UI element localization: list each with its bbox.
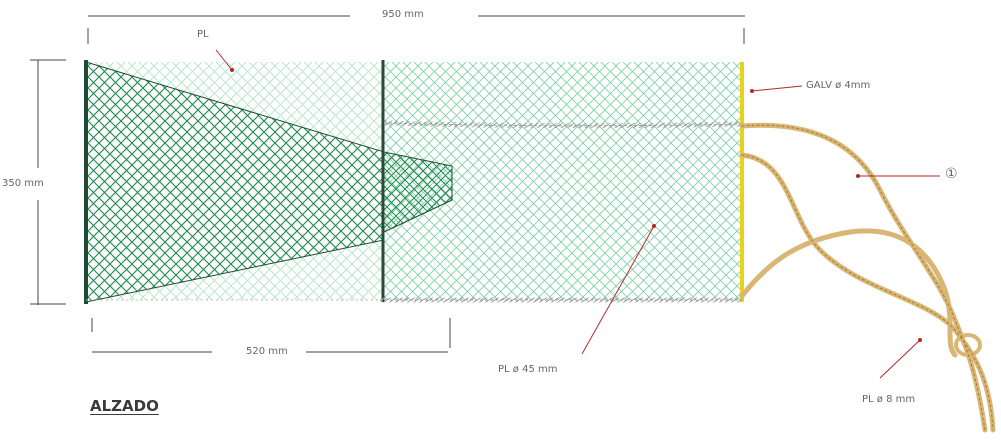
rope-seams bbox=[86, 120, 743, 303]
total-length-label: 950 mm bbox=[382, 9, 424, 20]
mesh-funnel-dark bbox=[85, 61, 453, 303]
circle-mark-label: ① bbox=[945, 166, 958, 182]
pl-callout-label: PL bbox=[197, 29, 209, 40]
drawing-title: ALZADO bbox=[90, 397, 159, 415]
net-frames bbox=[84, 60, 744, 304]
leader-dots bbox=[230, 68, 922, 342]
rope-label: PL ø 8 mm bbox=[862, 394, 916, 405]
height-label: 350 mm bbox=[2, 178, 44, 189]
leader-lines bbox=[215, 49, 940, 379]
inner-length-label: 520 mm bbox=[246, 346, 288, 357]
tow-rope bbox=[739, 122, 996, 433]
dimension-lines bbox=[30, 15, 745, 353]
mesh-size-label: PL ø 45 mm bbox=[498, 364, 558, 375]
galv-wire-label: GALV ø 4mm bbox=[806, 80, 871, 91]
